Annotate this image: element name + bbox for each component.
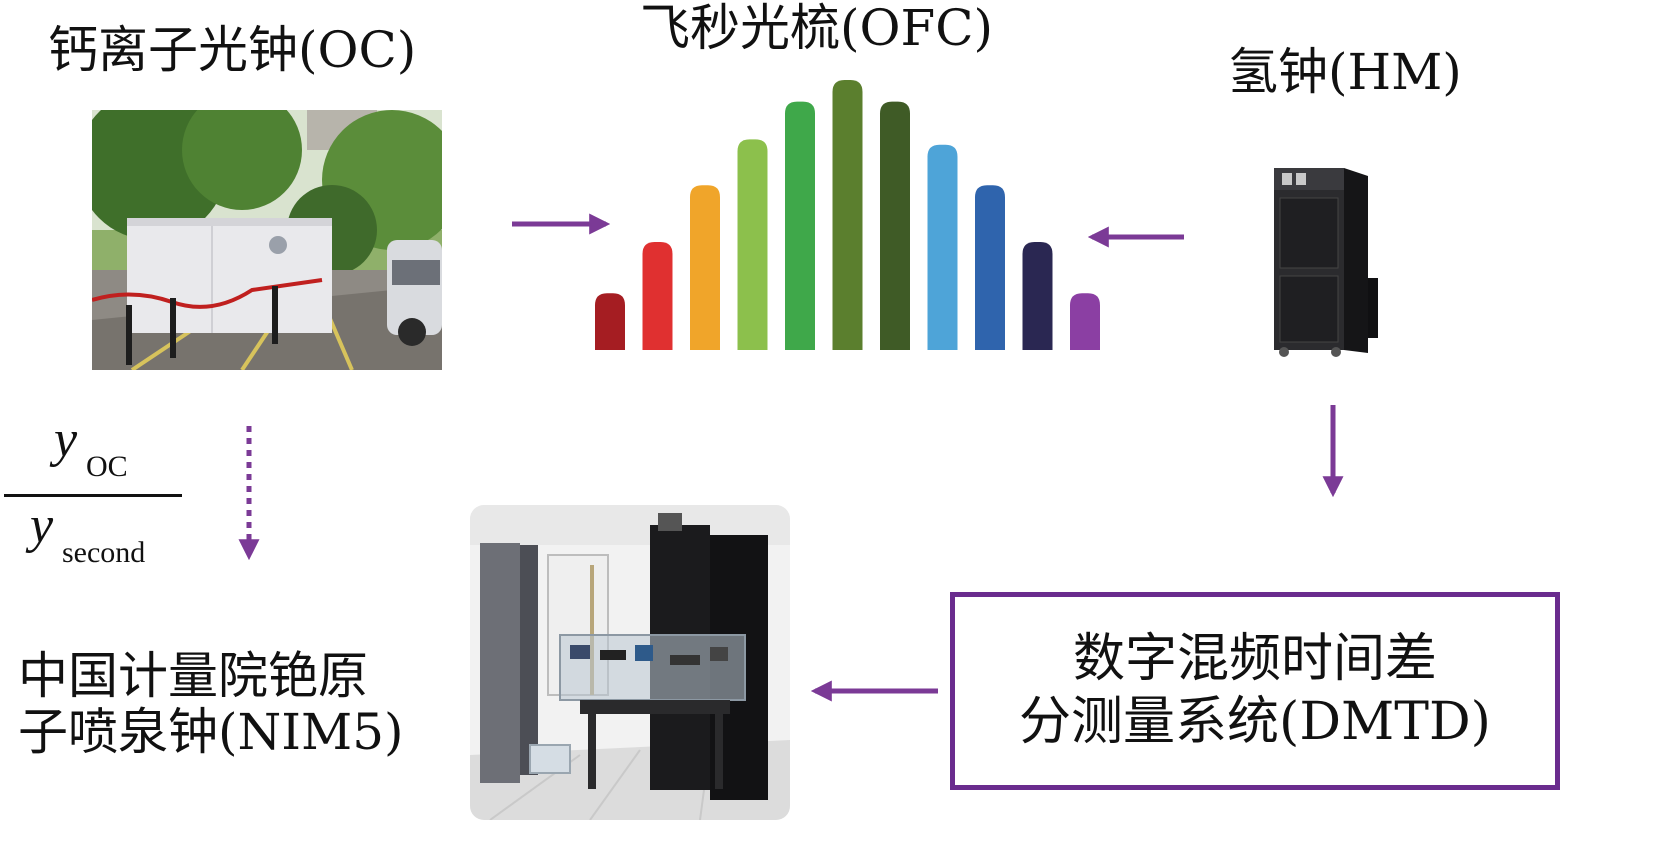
dmtd-box: 数字混频时间差 分测量系统(DMTD) bbox=[950, 592, 1560, 790]
comb-bar-8 bbox=[927, 144, 958, 350]
fountain-clock-photo bbox=[470, 505, 790, 820]
oc-label: 钙离子光钟(OC) bbox=[48, 21, 417, 79]
frequency-ratio: y OC y second bbox=[4, 411, 184, 569]
hydrogen-maser-cabinet-icon bbox=[1274, 168, 1378, 357]
ofc-label: 飞秒光梳(OFC) bbox=[640, 0, 993, 57]
fountain-clock-lab-icon bbox=[470, 505, 790, 820]
nim5-label-line2: 子喷泉钟(NIM5) bbox=[18, 703, 404, 761]
comb-bar-4 bbox=[737, 139, 768, 350]
dmtd-label-line2: 分测量系统(DMTD) bbox=[1019, 692, 1491, 752]
optical-clock-trailer-icon bbox=[92, 110, 442, 370]
comb-bar-2 bbox=[642, 242, 673, 350]
ratio-denominator-symbol: y bbox=[30, 497, 54, 554]
comb-bar-11 bbox=[1070, 293, 1100, 350]
hm-label: 氢钟(HM) bbox=[1228, 43, 1462, 101]
comb-bar-6 bbox=[832, 80, 863, 350]
comb-bar-9 bbox=[975, 185, 1005, 350]
hydrogen-maser-photo bbox=[1268, 168, 1380, 358]
ratio-numerator-subscript: OC bbox=[86, 450, 128, 483]
comb-bar-1 bbox=[595, 293, 625, 350]
comb-bar-5 bbox=[785, 101, 815, 350]
dmtd-label-line1: 数字混频时间差 bbox=[1072, 628, 1437, 689]
ratio-numerator-symbol: y bbox=[54, 411, 78, 468]
comb-bar-7 bbox=[880, 101, 910, 350]
ratio-fraction-line bbox=[4, 494, 182, 497]
comb-bar-10 bbox=[1022, 242, 1053, 350]
ratio-denominator-subscript: second bbox=[62, 536, 146, 569]
comb-bar-3 bbox=[690, 185, 720, 350]
optical-clock-photo bbox=[92, 110, 442, 370]
nim5-label-line1: 中国计量院铯原 bbox=[18, 647, 368, 705]
frequency-comb-chart bbox=[595, 80, 1100, 350]
nim5-label: 中国计量院铯原 子喷泉钟(NIM5) bbox=[18, 648, 404, 760]
